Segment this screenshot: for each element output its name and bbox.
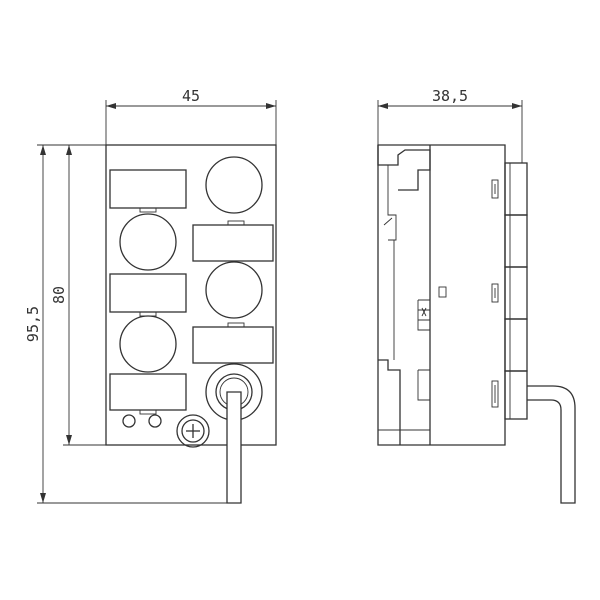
dimension-body-height: 80 bbox=[50, 144, 106, 446]
dimension-front-width: 45 bbox=[105, 87, 277, 145]
front-housing-outline bbox=[105, 144, 277, 446]
cable-front bbox=[226, 391, 242, 504]
latch-marks bbox=[491, 179, 499, 408]
front-view bbox=[105, 144, 277, 504]
led-indicator-2 bbox=[148, 414, 162, 428]
label-field-1 bbox=[109, 169, 187, 213]
overall-height-label: 95,5 bbox=[24, 306, 42, 342]
side-indicator-window bbox=[438, 286, 447, 298]
label-field-2 bbox=[109, 273, 187, 317]
connector-stack bbox=[504, 162, 528, 420]
side-housing-outline bbox=[377, 144, 506, 446]
label-field-5 bbox=[192, 322, 274, 364]
body-height-label: 80 bbox=[50, 286, 68, 304]
cable-side bbox=[527, 385, 576, 504]
socket-port-4 bbox=[119, 315, 177, 373]
side-top-profile bbox=[377, 145, 431, 191]
socket-port-3 bbox=[205, 261, 263, 319]
front-width-label: 45 bbox=[182, 87, 200, 105]
label-field-3 bbox=[109, 373, 187, 415]
side-view bbox=[377, 144, 576, 504]
label-field-4 bbox=[192, 220, 274, 262]
earth-screw bbox=[176, 414, 210, 448]
socket-port-1 bbox=[205, 156, 263, 214]
side-depth-label: 38,5 bbox=[432, 87, 468, 105]
led-indicator-1 bbox=[122, 414, 136, 428]
socket-port-2 bbox=[119, 213, 177, 271]
dimension-overall-height: 95,5 bbox=[24, 144, 227, 504]
dimension-side-depth: 38,5 bbox=[377, 87, 523, 163]
